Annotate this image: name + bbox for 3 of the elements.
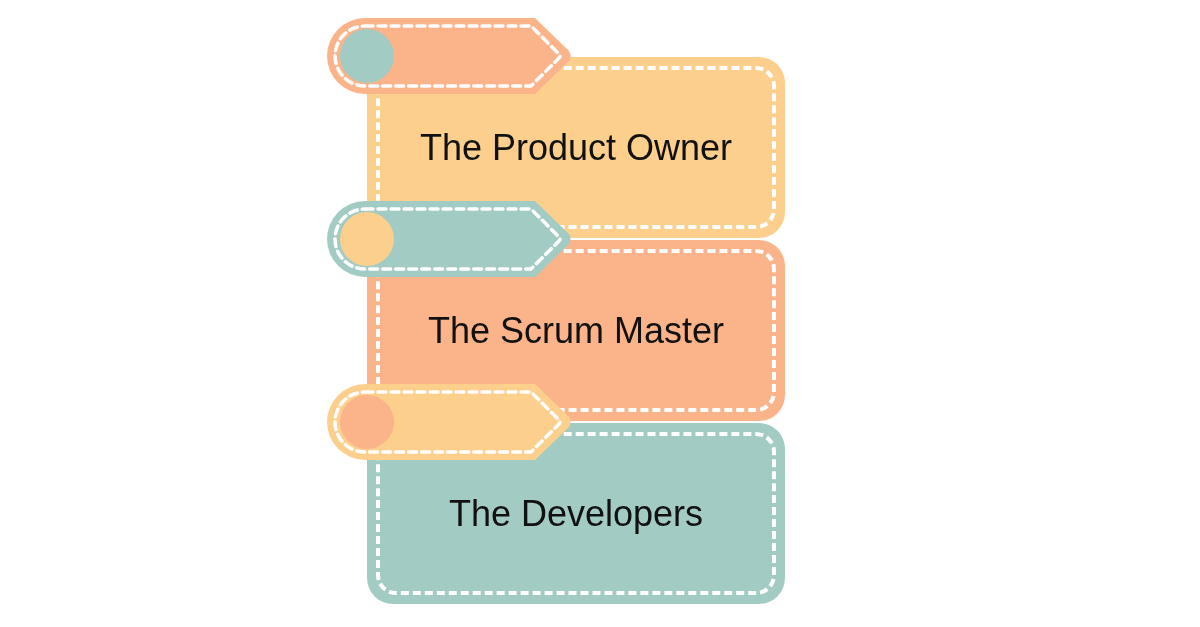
- card-title: The Developers: [448, 492, 704, 535]
- card-title: The Product Owner: [419, 126, 733, 169]
- card-title: The Scrum Master: [427, 309, 725, 352]
